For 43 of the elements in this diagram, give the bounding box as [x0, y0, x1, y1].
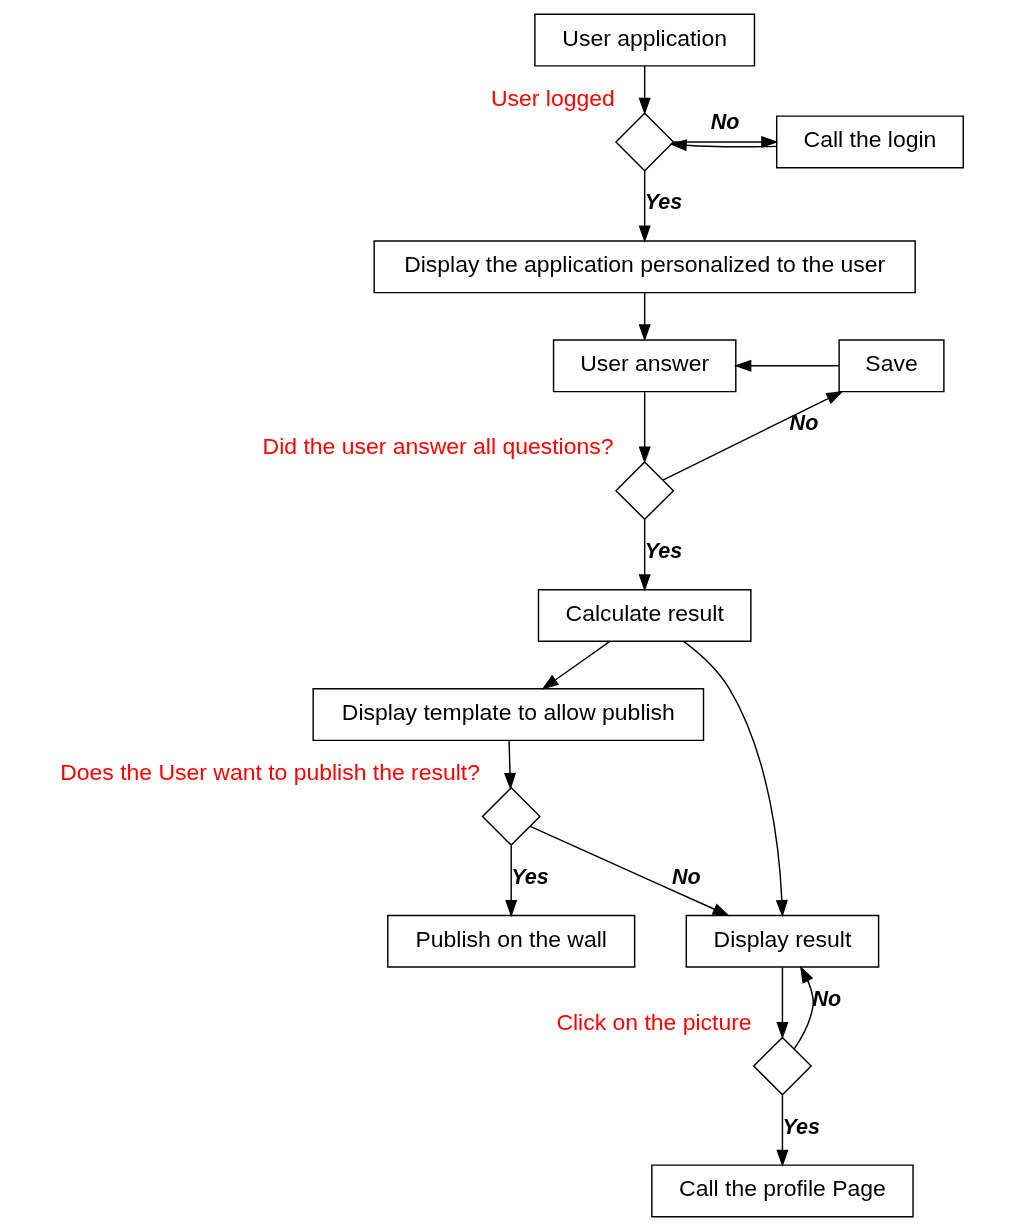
arrow — [734, 359, 840, 372]
arrow — [638, 170, 651, 243]
arrow — [662, 390, 844, 481]
node-box: Publish on the wall — [387, 914, 636, 968]
arrow — [669, 139, 778, 152]
arrow — [793, 965, 814, 1050]
edge-label: No — [789, 411, 819, 436]
node-box: Display template to allow publish — [312, 687, 705, 742]
edge-label: No — [671, 864, 701, 889]
node-diamond — [614, 112, 675, 172]
node-label: Does the User want to publish the result? — [60, 759, 481, 786]
node-diamond — [614, 460, 675, 521]
node-box: Calculate result — [537, 588, 752, 643]
arrow — [776, 966, 789, 1040]
node-label: Click on the picture — [556, 1008, 752, 1035]
node-box: User application — [534, 13, 756, 67]
edge-label: No — [812, 986, 842, 1011]
node-box: Display the application personalized to the user — [373, 240, 916, 294]
arrow — [638, 292, 651, 342]
arrow — [638, 391, 651, 464]
edge-label: Yes — [644, 539, 683, 564]
arrow — [683, 640, 788, 918]
edge-label: Yes — [782, 1114, 820, 1139]
edge-label: Yes — [644, 190, 683, 215]
arrow — [638, 519, 651, 592]
arrow — [505, 844, 518, 918]
arrow — [776, 1094, 789, 1168]
arrow — [503, 739, 517, 791]
node-box: Call the login — [776, 115, 964, 169]
arrow — [672, 135, 779, 148]
node-label: Did the user answer all questions? — [262, 433, 614, 460]
node-box: Display result — [685, 914, 880, 968]
edge-label: No — [710, 110, 740, 135]
arrow — [638, 65, 651, 115]
edge-label: Yes — [511, 864, 549, 889]
node-label: User logged — [490, 84, 615, 111]
node-box: Call the profile Page — [651, 1164, 914, 1218]
node-box: User answer — [552, 339, 737, 393]
arrow — [541, 640, 611, 690]
node-diamond — [481, 786, 541, 847]
arrow — [529, 825, 730, 917]
node-diamond — [752, 1036, 813, 1096]
node-box: Save — [838, 339, 945, 393]
